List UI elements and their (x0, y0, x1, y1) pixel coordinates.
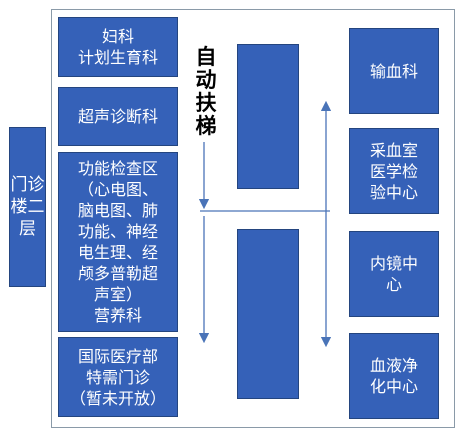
room-gynecology-family-planning[interactable]: 妇科 计划生育科 (58, 17, 178, 77)
escalator-down (237, 229, 299, 399)
room-international-medical[interactable]: 国际医疗部 特需门诊 （暂未开放） (58, 337, 178, 417)
room-function-exam-nutrition[interactable]: 功能检查区 （心电图、 脑电图、肺 功能、神经 电生理、经 颅多普勒超 声室） … (58, 152, 178, 332)
floor-label: 门诊楼二层 (9, 127, 46, 287)
escalator-label: 自动扶梯 (195, 45, 217, 138)
room-hemodialysis[interactable]: 血液净 化中心 (349, 333, 439, 419)
escalator-up (237, 44, 299, 189)
room-endoscopy[interactable]: 内镜中 心 (349, 231, 439, 317)
room-blood-transfusion[interactable]: 输血科 (349, 28, 439, 114)
room-blood-collection-lab[interactable]: 采血室 医学检 验中心 (349, 128, 439, 214)
room-ultrasound[interactable]: 超声诊断科 (58, 87, 178, 146)
